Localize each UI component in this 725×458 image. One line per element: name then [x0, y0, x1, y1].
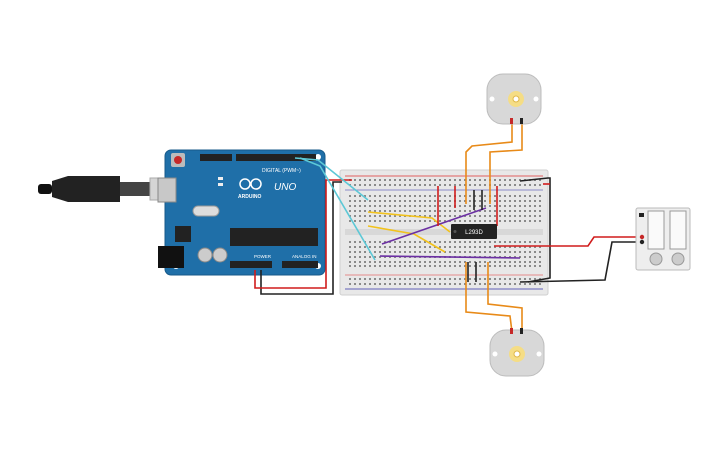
arduino-logo: [239, 178, 262, 190]
wire-battery-red: [494, 236, 641, 247]
wire-gnd-arduino: [260, 181, 342, 295]
wire-motor-top-2: [489, 122, 523, 204]
analog-header-label: ANALOG IN: [292, 254, 317, 259]
wire-battery-black: [519, 241, 641, 283]
digital-header: [200, 154, 316, 161]
wire-5v-arduino: [254, 179, 352, 289]
usb-cable[interactable]: [38, 176, 177, 202]
wire-yellow-1: [367, 211, 451, 233]
dc-motor-top[interactable]: [486, 73, 542, 125]
motor-shaft-icon: [512, 95, 520, 103]
arduino-model: UNO: [274, 182, 296, 193]
wire-motor-bottom-2: [487, 262, 523, 332]
wire-signal-2: [299, 157, 376, 261]
breadboard[interactable]: [339, 169, 549, 296]
arduino-brand: ARDUINO: [238, 194, 261, 200]
digital-header-label: DIGITAL (PWM~): [262, 168, 301, 174]
wires: [254, 122, 641, 333]
ic-label: L293D: [465, 230, 483, 236]
dc-motor-bottom[interactable]: [489, 328, 545, 377]
reset-button[interactable]: [171, 153, 185, 167]
wire-motor-bottom-1: [465, 262, 513, 333]
wire-purple-2: [379, 255, 521, 259]
power-header-label: POWER: [254, 254, 272, 259]
wire-purple-1: [381, 207, 487, 245]
atmega-chip: [230, 228, 318, 246]
wire-yellow-2: [367, 225, 446, 253]
arduino-uno-board[interactable]: DIGITAL (PWM~) ARDUINO UNO POWER ANALOG …: [157, 149, 326, 276]
wire-rail-black-right: [519, 177, 551, 283]
l293d-ic[interactable]: L293D: [451, 224, 497, 239]
motor-shaft-icon: [513, 350, 521, 358]
battery-pack[interactable]: [635, 207, 691, 271]
wire-motor-top-1: [465, 122, 513, 204]
